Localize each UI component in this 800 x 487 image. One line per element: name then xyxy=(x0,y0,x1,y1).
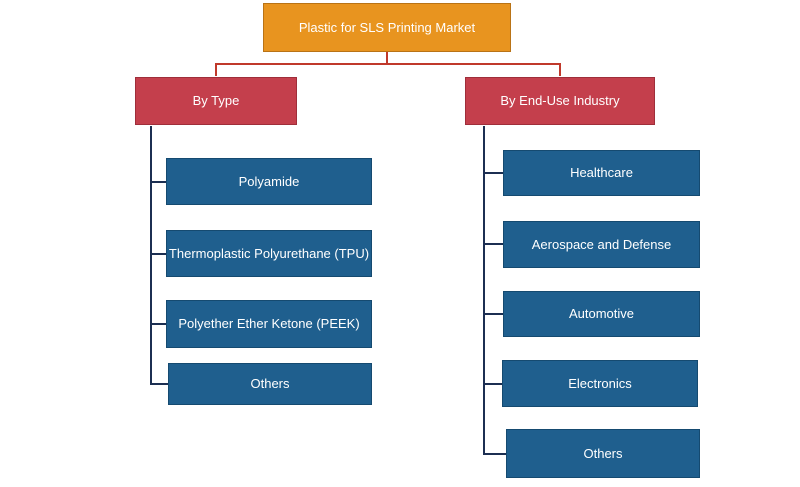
category-bridge-connector xyxy=(215,63,561,65)
by-end-use-branch-connector xyxy=(483,453,506,455)
leaf-node-electronics: Electronics xyxy=(502,360,698,407)
by-type-branch-connector xyxy=(150,383,168,385)
category-node-by-type: By Type xyxy=(135,77,297,125)
by-end-use-branch-connector xyxy=(483,383,502,385)
by-end-use-branch-connector xyxy=(483,313,503,315)
leaf-node-automotive: Automotive xyxy=(503,291,700,337)
leaf-node-tpu: Thermoplastic Polyurethane (TPU) xyxy=(166,230,372,277)
root-node: Plastic for SLS Printing Market xyxy=(263,3,511,52)
by-type-branch-connector xyxy=(150,323,166,325)
leaf-node-aerospace-defense: Aerospace and Defense xyxy=(503,221,700,268)
by-end-use-drop-connector xyxy=(559,63,561,76)
by-type-branch-connector xyxy=(150,253,166,255)
by-end-use-branch-connector xyxy=(483,172,503,174)
leaf-node-peek: Polyether Ether Ketone (PEEK) xyxy=(166,300,372,348)
by-type-trunk-connector xyxy=(150,126,152,385)
by-type-drop-connector xyxy=(215,63,217,76)
leaf-node-type-others: Others xyxy=(168,363,372,405)
leaf-node-industry-others: Others xyxy=(506,429,700,478)
category-node-by-end-use-industry: By End-Use Industry xyxy=(465,77,655,125)
by-type-branch-connector xyxy=(150,181,166,183)
by-end-use-trunk-connector xyxy=(483,126,485,455)
root-stem-connector xyxy=(386,52,388,64)
leaf-node-healthcare: Healthcare xyxy=(503,150,700,196)
by-end-use-branch-connector xyxy=(483,243,503,245)
leaf-node-polyamide: Polyamide xyxy=(166,158,372,205)
